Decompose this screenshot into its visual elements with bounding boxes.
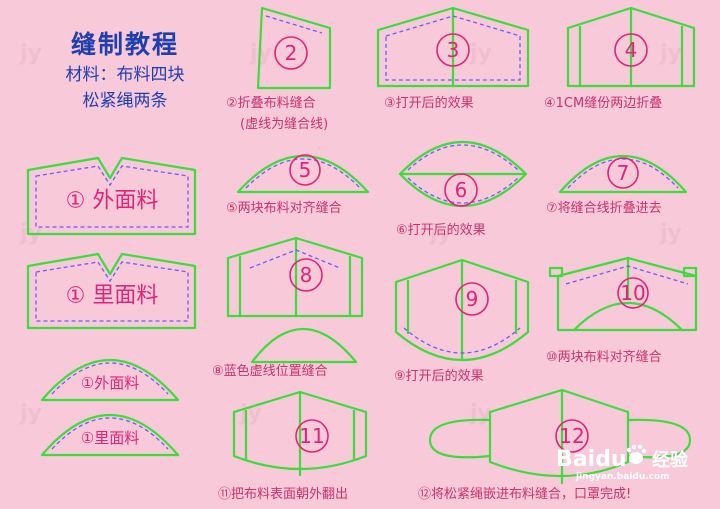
logo-url: jingyan.baidu.com (575, 472, 670, 482)
step-3-number: 3 (447, 38, 460, 62)
piece-outer-small: ①外面料 (40, 358, 180, 402)
step-9-diagram: 9 (394, 258, 530, 361)
step-12-number: 12 (559, 424, 584, 448)
piece-inner-small-label: ①里面料 (81, 429, 139, 447)
paw-icon (626, 444, 647, 464)
step-2-caption: ②折叠布料缝合 (226, 96, 316, 111)
step-5-diagram: 5 (236, 154, 370, 194)
piece-outer: ① 外面料 (26, 156, 197, 236)
step-11-caption: ⑪把布料表面朝外翻出 (218, 487, 349, 502)
step-8-number: 8 (300, 263, 313, 287)
step-10-caption: ⑩两块布料对齐缝合 (546, 350, 662, 365)
step-4-diagram: 4 (566, 6, 696, 88)
piece-outer-small-label: ①外面料 (81, 374, 139, 392)
step-11-diagram: 11 (232, 390, 368, 476)
step-9-caption: ⑨打开后的效果 (394, 369, 484, 384)
step-3-caption: ③打开后的效果 (384, 96, 474, 111)
logo-brand: Baidu (556, 447, 627, 472)
step-12-diagram: 12 (428, 388, 692, 484)
logo-label: 经验 (652, 449, 689, 471)
step-2-number: 2 (285, 41, 298, 65)
step-6-caption: ⑥打开后的效果 (396, 223, 486, 238)
step-8-diagram: 8 (226, 236, 364, 364)
step-12-caption: ⑫将松紧绳嵌进布料缝合，口罩完成! (418, 487, 632, 502)
step-4-caption: ④1CM缝份两边折叠 (544, 96, 663, 111)
step-11-number: 11 (299, 424, 324, 448)
step-7-caption: ⑦将缝合线折叠进去 (546, 201, 662, 216)
baidu-jingyan-logo: Baidu 经验 jingyan.baidu.com (556, 444, 689, 482)
strings-text: 松紧绳两条 (82, 91, 168, 111)
step-2-diagram: 2 (256, 6, 332, 90)
step-6-diagram: 6 (398, 141, 528, 207)
piece-inner-small: ①里面料 (40, 413, 180, 457)
step-8-caption: ⑧蓝色虚线位置缝合 (212, 364, 328, 379)
step-5-number: 5 (299, 158, 312, 182)
piece-outer-label: ① 外面料 (66, 189, 159, 214)
piece-inner-label: ① 里面料 (66, 284, 159, 309)
page-title: 缝制教程 (70, 30, 179, 59)
step-7-number: 7 (617, 161, 630, 185)
step-3-diagram: 3 (376, 6, 530, 88)
step-10-diagram: 10 (548, 256, 698, 332)
step-10-number: 10 (620, 281, 645, 305)
step-5-caption: ⑤两块布料对齐缝合 (226, 201, 342, 216)
step-9-number: 9 (466, 287, 479, 311)
step-2-caption-note: (虚线为缝合线) (240, 117, 329, 132)
step-7-diagram: 7 (558, 154, 688, 194)
step-6-number: 6 (455, 178, 468, 202)
materials-text: 材料：布料四块 (65, 65, 185, 85)
piece-inner: ① 里面料 (26, 252, 197, 330)
step-4-number: 4 (625, 38, 638, 62)
title-block: 缝制教程 材料：布料四块 松紧绳两条 (40, 28, 210, 114)
